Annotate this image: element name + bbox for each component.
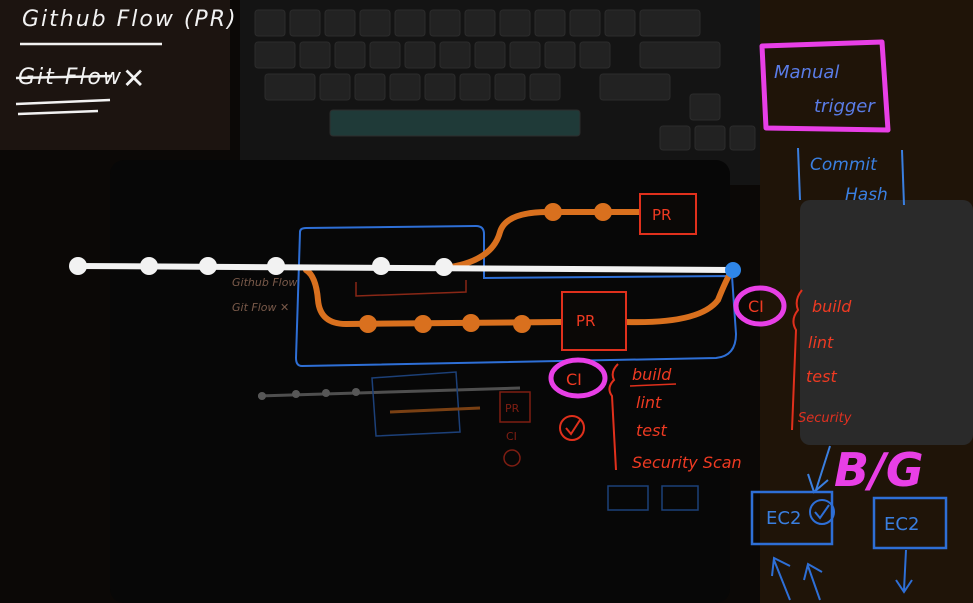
ci-right-brace [791, 289, 803, 431]
ec2-check-circle-icon [809, 499, 835, 525]
commit-hash-bracket-right [901, 149, 905, 206]
faint-flow-name: Github Flow [232, 276, 297, 289]
commit-bottom-1 [359, 315, 377, 333]
main-commit-2 [140, 257, 158, 275]
pr-box-top [639, 193, 697, 235]
ci-badge-center [548, 357, 608, 399]
keyboard-keys [254, 9, 756, 151]
double-underline-1 [15, 98, 111, 106]
checkmark-icon [565, 419, 581, 436]
commit-top-1 [544, 203, 562, 221]
ec2-down-arrow [895, 549, 913, 594]
feature-branch-top [441, 209, 643, 271]
ci-center-brace [608, 363, 619, 471]
manual-trigger-box [759, 39, 891, 133]
commit-bottom-4 [513, 315, 531, 333]
main-commit-6 [435, 258, 453, 276]
ci-right-step-2: test [806, 367, 837, 386]
commit-bottom-3 [462, 314, 480, 332]
svg-text:CI: CI [506, 430, 517, 443]
ci-right-step-0: build [812, 297, 852, 316]
merge-commit [725, 262, 741, 278]
manual-trigger-line1: Manual [774, 62, 839, 83]
ci-center-build-underline [629, 383, 677, 387]
ci-center-step-2: test [636, 421, 667, 440]
strike-line [15, 74, 113, 80]
ec2-checkmark-icon [814, 504, 830, 520]
main-commit-5 [372, 257, 390, 275]
ci-center-step-0: build [632, 365, 672, 384]
double-underline-2 [17, 109, 99, 116]
reflected-diagram: PR CI [257, 371, 699, 511]
feature-branch-merge [623, 267, 735, 326]
pr-label-top: PR [652, 206, 671, 224]
ec2-box-2 [872, 496, 948, 550]
commit-top-2 [594, 203, 612, 221]
flow-name-text: Github Flow (PR) [22, 7, 238, 32]
feature-branch-bottom [303, 267, 565, 328]
svg-text:PR: PR [505, 402, 520, 415]
ec2-label-2: EC2 [884, 514, 919, 535]
blue-green-label: B/G [834, 443, 924, 497]
ec2-label-1: EC2 [766, 508, 801, 529]
pr-box-bottom [561, 291, 627, 351]
commit-hash-bracket-left [797, 147, 801, 201]
commit-hash-line2: Hash [845, 185, 888, 205]
tablet-device [800, 200, 973, 445]
ci-center-step-1: lint [636, 393, 662, 412]
ci-center-step-3: Security Scan [632, 453, 742, 472]
cross-mark: ✕ [122, 62, 147, 95]
ci-badge-right [733, 285, 787, 327]
main-commit-3 [199, 257, 217, 275]
ci-right-step-1: lint [808, 333, 834, 352]
desk-top-left [0, 0, 230, 150]
pr-label-bottom: PR [576, 312, 595, 330]
ec2-up-arrow-2 [803, 562, 823, 601]
deploy-arrow-line [815, 445, 831, 491]
ci-label-center: CI [566, 370, 582, 389]
ec2-up-arrow-1 [771, 556, 791, 601]
check-circle-icon [559, 415, 585, 441]
manual-trigger-line2: trigger [814, 96, 876, 117]
main-commit-1 [69, 257, 87, 275]
faint-struck-flow: Git Flow ✕ [232, 301, 289, 314]
main-commit-4 [267, 257, 285, 275]
faint-bracket [355, 280, 467, 297]
commit-hash-line1: Commit [810, 155, 878, 175]
ci-right-step-3: Security [798, 411, 852, 426]
main-branch-line [75, 263, 735, 273]
ci-label-right: CI [748, 297, 764, 316]
commit-bottom-2 [414, 315, 432, 333]
